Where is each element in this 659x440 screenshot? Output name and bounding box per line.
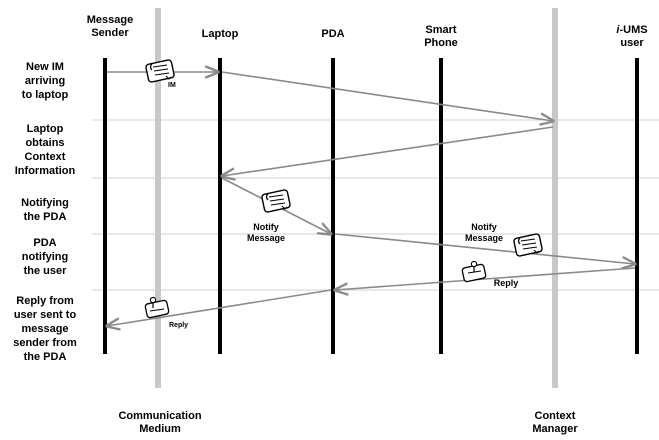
message-label-reply: Reply: [493, 278, 519, 288]
arrow-pda-to-sender: [107, 289, 332, 326]
message-label-notify-1: Notify Message: [246, 222, 286, 243]
reply-icon: [461, 260, 487, 283]
label-context-manager: Context Manager: [532, 410, 578, 435]
message-label-notify-2: Notify Message: [464, 222, 504, 243]
row-label-pda-notifying-user: PDA notifying the user: [21, 237, 69, 277]
message-icon: [513, 233, 543, 257]
row-label-new-im: New IM arriving to laptop: [21, 61, 69, 101]
arrow-context-manager-to-laptop: [222, 126, 554, 176]
message-icon: [261, 189, 291, 213]
iums-prefix: i: [616, 24, 620, 36]
message-icon: [145, 59, 175, 83]
label-communication-medium: Communication Medium: [118, 410, 202, 435]
row-label-notifying-pda: Notifying the PDA: [21, 197, 69, 223]
row-label-reply: Reply from user sent to message sender f…: [13, 295, 77, 363]
message-label-im: IM: [168, 82, 176, 89]
column-header-smart-phone: Smart Phone: [424, 24, 458, 49]
column-header-laptop: Laptop: [201, 28, 239, 40]
arrow-pda-to-user: [334, 233, 635, 264]
column-header-iums-user: i-UMS user: [606, 24, 658, 50]
column-header-message-sender: Message Sender: [86, 14, 134, 39]
arrow-laptop-to-context-manager: [221, 71, 553, 121]
column-header-pda: PDA: [321, 28, 345, 40]
message-label-reply-small: Reply: [169, 322, 189, 329]
iums-rest: -UMS user: [619, 24, 648, 49]
arrow-user-to-pda: [335, 267, 636, 290]
row-label-context-info: Laptop obtains Context Information: [14, 123, 76, 177]
reply-icon: [144, 296, 170, 319]
